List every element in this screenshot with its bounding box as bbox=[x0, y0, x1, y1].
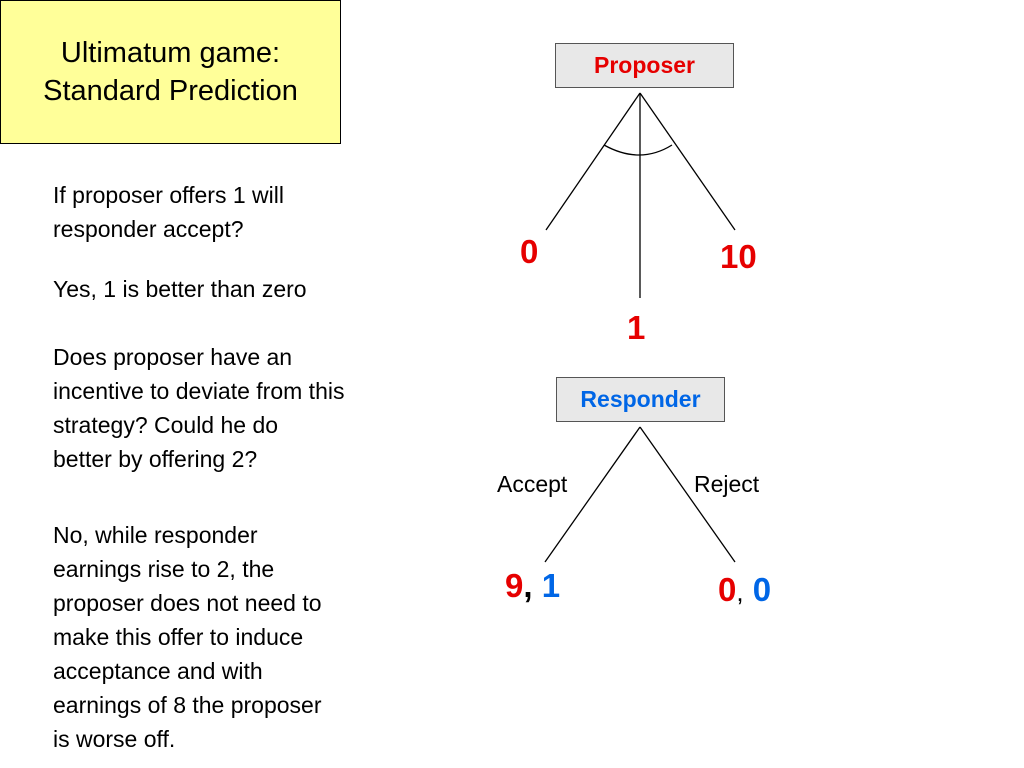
payoff-reject: 0, 0 bbox=[718, 571, 771, 609]
payoff-reject-proposer: 0 bbox=[718, 571, 737, 608]
text-line: acceptance and with bbox=[53, 658, 263, 684]
title-box: Ultimatum game: Standard Prediction bbox=[0, 0, 341, 144]
continuum-arc bbox=[603, 144, 673, 156]
payoff-reject-responder: 0 bbox=[752, 571, 772, 608]
text-line: Yes, 1 is better than zero bbox=[53, 276, 307, 302]
responder-label: Responder bbox=[580, 386, 701, 412]
slide-title: Ultimatum game: Standard Prediction bbox=[43, 34, 298, 110]
text-line: is worse off. bbox=[53, 726, 176, 752]
text-line: earnings rise to 2, the bbox=[53, 556, 275, 582]
reject-label: Reject bbox=[694, 471, 760, 497]
offer-0-label: 0 bbox=[520, 233, 539, 270]
branch-offer-0 bbox=[545, 92, 641, 231]
text-line: better by offering 2? bbox=[53, 446, 258, 472]
payoff-separator: , bbox=[523, 567, 533, 604]
text-line: No, while responder bbox=[53, 522, 258, 548]
proposer-node: Proposer bbox=[555, 43, 734, 88]
text-line: If proposer offers 1 will bbox=[53, 182, 284, 208]
responder-node: Responder bbox=[556, 377, 725, 422]
text-line: earnings of 8 the proposer bbox=[53, 692, 322, 718]
offer-1-label: 1 bbox=[627, 309, 646, 346]
question-1: If proposer offers 1 will responder acce… bbox=[53, 178, 284, 246]
offer-10-label: 10 bbox=[720, 238, 757, 275]
text-line: Does proposer have an bbox=[53, 344, 293, 370]
payoff-accept-responder: 1 bbox=[541, 567, 561, 604]
text-line: strategy? Could he do bbox=[53, 412, 279, 438]
question-2: Does proposer have an incentive to devia… bbox=[53, 340, 344, 476]
text-line: incentive to deviate from this bbox=[53, 378, 345, 404]
branch-reject bbox=[639, 426, 736, 563]
text-line: proposer does not need to bbox=[53, 590, 322, 616]
title-line: Ultimatum game: bbox=[60, 37, 281, 69]
answer-1: Yes, 1 is better than zero bbox=[53, 272, 307, 306]
payoff-separator: , bbox=[736, 577, 744, 607]
text-line: responder accept? bbox=[53, 216, 244, 242]
accept-label: Accept bbox=[497, 471, 568, 497]
branch-offer-10 bbox=[639, 92, 736, 231]
payoff-accept-proposer: 9 bbox=[505, 567, 524, 604]
answer-2: No, while responder earnings rise to 2, … bbox=[53, 518, 322, 756]
text-line: make this offer to induce bbox=[53, 624, 304, 650]
proposer-label: Proposer bbox=[594, 52, 695, 78]
branch-accept bbox=[544, 426, 641, 563]
title-line: Standard Prediction bbox=[43, 75, 298, 107]
payoff-accept: 9, 1 bbox=[505, 567, 560, 605]
